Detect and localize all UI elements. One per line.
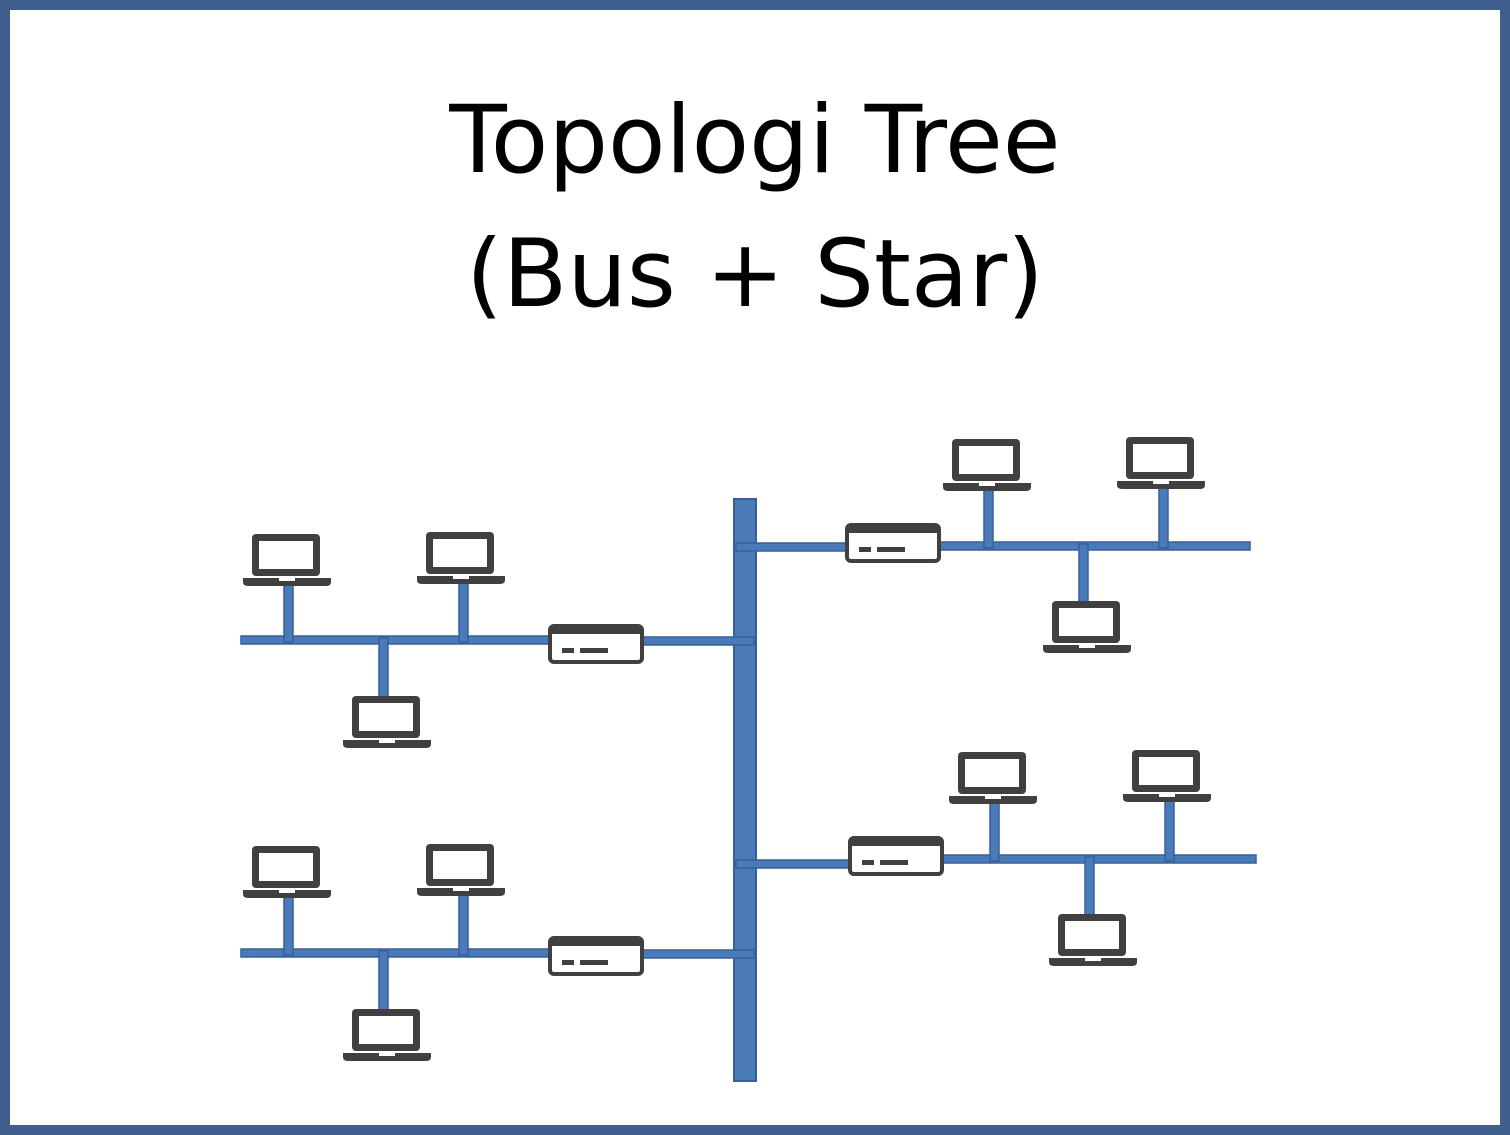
drop-cable: [1078, 543, 1089, 607]
laptop-icon: [343, 1009, 431, 1061]
drop-cable: [458, 582, 469, 643]
laptop-icon: [243, 846, 331, 898]
laptop-icon: [417, 844, 505, 896]
link-cable: [639, 949, 755, 959]
laptop-icon: [1123, 750, 1211, 802]
laptop-icon: [243, 534, 331, 586]
bus-cable: [935, 541, 1251, 551]
bus-cable: [941, 854, 1257, 864]
segment-upper-right: [735, 437, 1251, 653]
drop-cable: [1084, 856, 1095, 920]
laptop-icon: [1043, 601, 1131, 653]
drop-cable: [1158, 487, 1169, 549]
switch-icon: [548, 936, 644, 976]
switch-icon: [548, 624, 644, 664]
backbone-cable: [733, 498, 757, 1082]
segment-lower-left: [240, 844, 755, 1061]
drop-cable: [378, 950, 389, 1014]
drop-cable: [378, 637, 389, 701]
link-cable: [735, 542, 851, 552]
segment-upper-left: [240, 532, 755, 748]
drop-cable: [283, 895, 294, 956]
drop-cable: [983, 488, 994, 549]
slide-title: Topologi Tree (Bus + Star): [10, 74, 1500, 342]
switch-icon: [848, 836, 944, 876]
link-cable: [735, 859, 855, 869]
drop-cable: [1164, 800, 1175, 862]
segment-lower-right: [735, 750, 1257, 966]
laptop-icon: [949, 752, 1037, 804]
laptop-icon: [943, 439, 1031, 491]
laptop-icon: [343, 696, 431, 748]
laptop-icon: [1117, 437, 1205, 489]
switch-icon: [845, 523, 941, 563]
drop-cable: [458, 894, 469, 956]
laptop-icon: [417, 532, 505, 584]
drop-cable: [283, 583, 294, 643]
drop-cable: [989, 801, 1000, 862]
title-line-1: Topologi Tree: [449, 86, 1061, 195]
link-cable: [639, 636, 755, 646]
laptop-icon: [1049, 914, 1137, 966]
title-line-2: (Bus + Star): [466, 220, 1044, 329]
